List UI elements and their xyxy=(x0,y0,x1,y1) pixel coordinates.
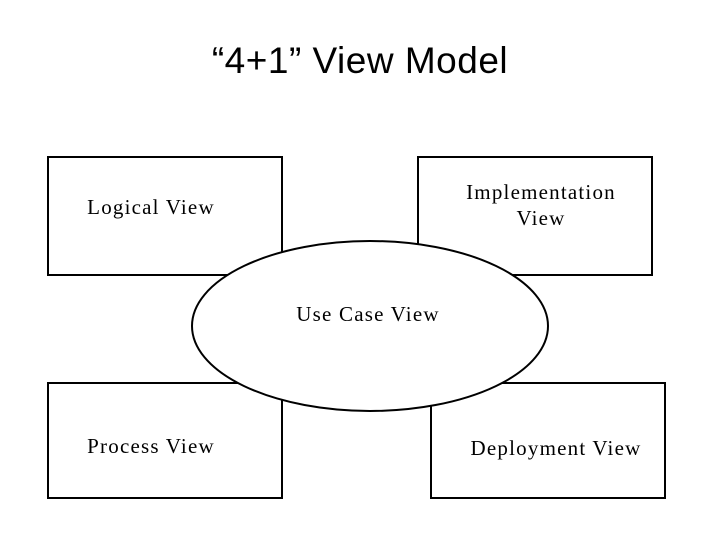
page-title: “4+1” View Model xyxy=(211,40,509,81)
view-box-implementation[interactable]: Implementation View xyxy=(417,156,653,276)
use-case-view-ellipse[interactable]: Use Case View xyxy=(190,239,550,413)
view-box-deployment[interactable]: Deployment View xyxy=(430,382,666,499)
ellipse-shape xyxy=(191,240,549,412)
view-box-deployment-label: Deployment View xyxy=(470,435,642,460)
view-box-logical-label: Logical View xyxy=(87,195,215,220)
view-box-logical[interactable]: Logical View xyxy=(47,156,283,276)
view-box-implementation-label: Implementation View xyxy=(466,180,616,230)
view-box-process-label: Process View xyxy=(87,433,215,458)
view-box-process[interactable]: Process View xyxy=(47,382,283,499)
